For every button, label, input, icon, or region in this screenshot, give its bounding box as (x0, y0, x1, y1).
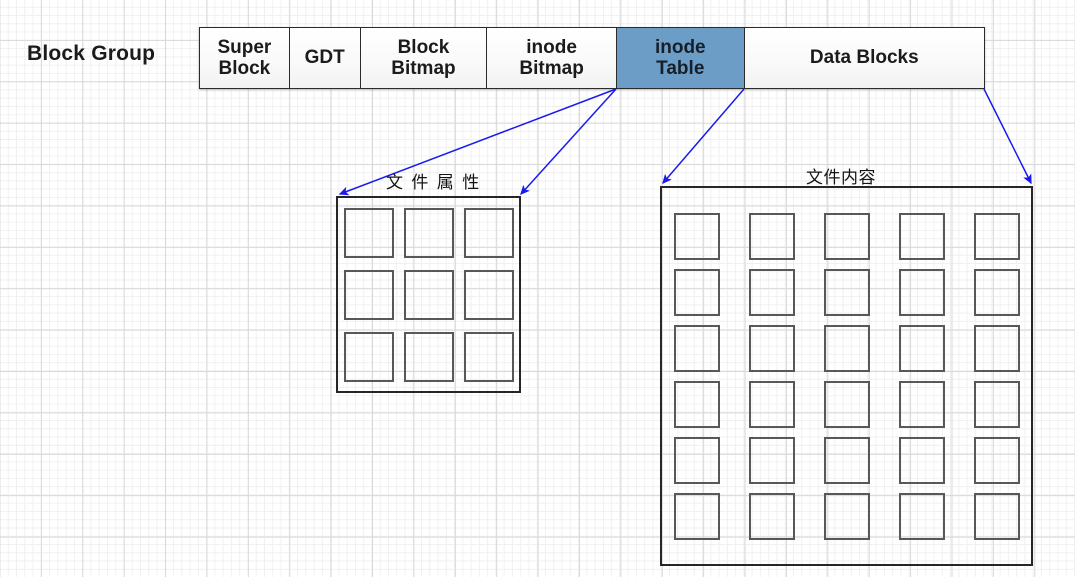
grid-cell (823, 324, 870, 372)
bar-cell-inode-table[interactable]: inode Table (616, 28, 745, 88)
grid-cell (673, 380, 720, 428)
grid-cell (823, 436, 870, 484)
panel-file-contents (660, 186, 1033, 566)
connector-inode-table-to-content-left (662, 88, 745, 185)
grid-cell (748, 380, 795, 428)
caption-file-contents: 文件内容 (806, 168, 876, 188)
grid-cell (673, 492, 720, 540)
grid-cell (463, 269, 514, 320)
grid-cell (823, 212, 870, 260)
grid-cell (898, 268, 945, 316)
grid-cell (343, 269, 394, 320)
grid-cell (673, 324, 720, 372)
block-group-label: Block Group (27, 42, 156, 65)
caption-file-attributes: 文 件 属 性 (386, 173, 481, 193)
bar-cell-block-bitmap[interactable]: Block Bitmap (360, 28, 488, 88)
grid-cell (748, 324, 795, 372)
grid-cell (748, 212, 795, 260)
bar-cell-data-blocks[interactable]: Data Blocks (744, 28, 984, 88)
panel-file-attributes (336, 196, 521, 393)
connector-data-blocks-to-content-right (983, 88, 1032, 185)
grid-cell (463, 331, 514, 382)
grid-cell (823, 380, 870, 428)
grid-cell (343, 207, 394, 258)
grid-cell (898, 436, 945, 484)
grid-cell (343, 331, 394, 382)
grid-cell (748, 268, 795, 316)
grid-cell (973, 212, 1020, 260)
grid-cell (973, 492, 1020, 540)
block-group-bar: Super Block GDT Block Bitmap inode Bitma… (199, 27, 985, 89)
grid-cell (748, 436, 795, 484)
grid-cell (673, 268, 720, 316)
grid-cell (403, 331, 454, 382)
grid-cell (898, 380, 945, 428)
grid-cell (823, 268, 870, 316)
grid-cell (898, 324, 945, 372)
grid-cell (973, 324, 1020, 372)
grid-cell (403, 207, 454, 258)
grid-cell (748, 492, 795, 540)
bar-cell-inode-bitmap[interactable]: inode Bitmap (487, 28, 617, 88)
grid-cell (823, 492, 870, 540)
grid-cell (898, 492, 945, 540)
grid-cell (973, 268, 1020, 316)
connector-inode-table-to-attrs-right (520, 88, 617, 196)
grid-cell (898, 212, 945, 260)
grid-cell (463, 207, 514, 258)
grid-cell (673, 212, 720, 260)
grid-cell (973, 380, 1020, 428)
grid-cell (973, 436, 1020, 484)
grid-cell (673, 436, 720, 484)
bar-cell-super-block[interactable]: Super Block (200, 28, 290, 88)
bar-cell-gdt[interactable]: GDT (289, 28, 361, 88)
grid-cell (403, 269, 454, 320)
